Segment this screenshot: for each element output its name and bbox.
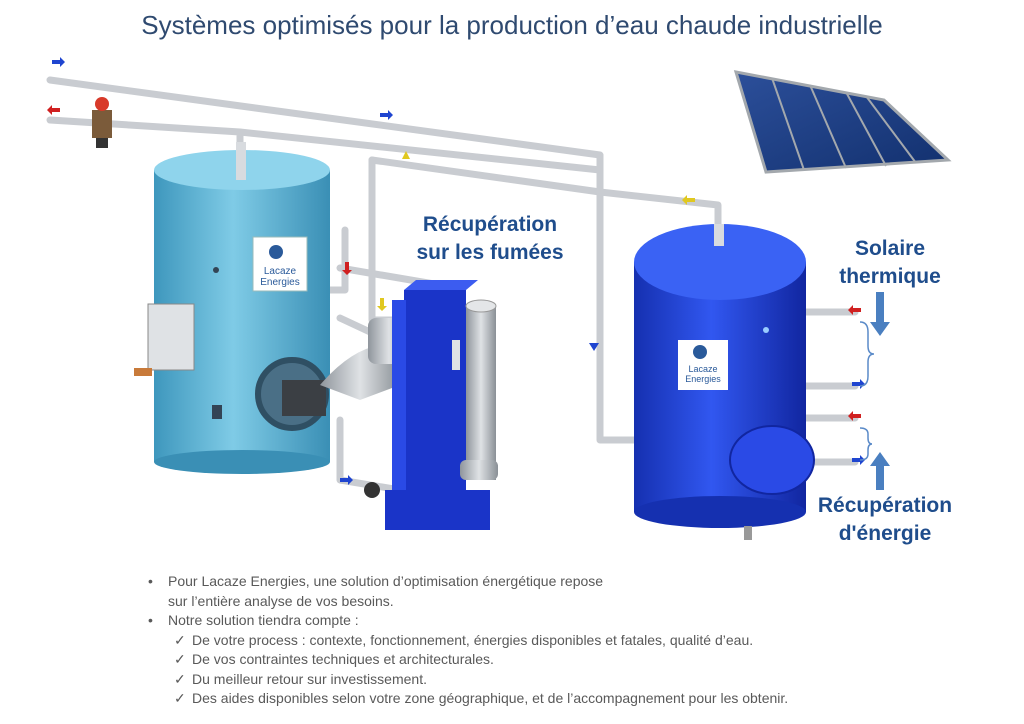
up-arrow-icon	[870, 452, 890, 490]
pipe-network	[46, 76, 859, 494]
check-item: Du meilleur retour sur investissement.	[146, 670, 1006, 690]
logo-text: Lacaze	[688, 364, 717, 374]
label-line: Récupération	[817, 494, 953, 517]
label-flue-recovery: Récupération sur les fumées	[405, 211, 575, 267]
logo-text: Lacaze	[264, 266, 297, 277]
label-line: sur les fumées	[416, 241, 564, 264]
check-item: De vos contraintes techniques et archite…	[146, 650, 1006, 670]
valve-group	[92, 97, 112, 148]
arrow-icon	[52, 57, 65, 67]
heat-exchanger	[364, 280, 490, 530]
storage-tank-right: Lacaze Energies	[634, 224, 815, 540]
storage-tank-left: Lacaze Energies	[134, 142, 330, 474]
solar-panel	[733, 70, 952, 174]
check-item: De votre process : contexte, fonctionnem…	[146, 631, 1006, 651]
arrow-icon	[852, 455, 865, 465]
check-item: Des aides disponibles selon votre zone g…	[146, 689, 1006, 709]
arrow-icon	[380, 110, 393, 120]
arrow-icon	[682, 195, 695, 205]
label-line: Solaire	[854, 237, 926, 260]
arrow-icon	[402, 151, 410, 159]
down-arrow-icon	[870, 292, 890, 336]
label-energy-recovery: Récupération d'énergie	[805, 492, 965, 548]
system-diagram: Lacaze Energies	[46, 57, 952, 540]
bullet-item: Pour Lacaze Energies, une solution d’opt…	[146, 572, 1006, 592]
arrow-icon	[340, 475, 353, 485]
logo-text: Energies	[260, 277, 299, 288]
arrow-icon	[47, 105, 60, 115]
arrow-icon	[377, 298, 387, 311]
arrow-icon	[589, 343, 599, 351]
label-line: d'énergie	[838, 522, 932, 545]
bullet-list: Pour Lacaze Energies, une solution d’opt…	[146, 572, 1006, 709]
arrow-icon	[848, 411, 861, 421]
arrow-icon	[342, 262, 352, 275]
arrow-icon	[848, 305, 861, 315]
label-line: thermique	[839, 265, 941, 288]
bullet-item: Notre solution tiendra compte :	[146, 611, 1006, 631]
chimney-pipe	[460, 299, 498, 480]
bullet-item-continuation: sur l’entière analyse de vos besoins.	[168, 592, 394, 609]
label-line: Récupération	[422, 213, 558, 236]
page-title: Systèmes optimisés pour la production d’…	[141, 10, 883, 40]
bracket-markers	[859, 321, 875, 461]
logo-text: Energies	[685, 374, 721, 384]
label-solar-thermal: Solaire thermique	[825, 235, 955, 291]
